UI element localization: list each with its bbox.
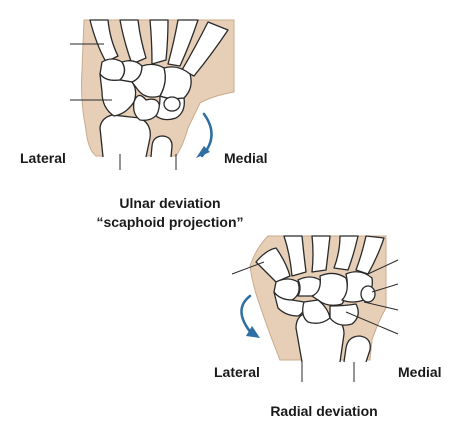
radial-metacarpal-3 — [311, 235, 331, 273]
ulnar-caption: Ulnar deviation “scaphoid projection” — [60, 194, 280, 232]
radial-leader-line-1 — [231, 261, 265, 275]
radial-deviation-view — [231, 235, 399, 382]
radial-metacarpal-4 — [333, 235, 359, 271]
ulnar-medial-label: Medial — [224, 150, 268, 166]
ulnar-metacarpal-4 — [167, 19, 199, 67]
radial-carpal-capitate — [311, 272, 348, 306]
radial-metacarpal-1 — [255, 247, 291, 283]
radial-carpal-triquetrum — [329, 303, 359, 326]
radial-caption: Radial deviation — [270, 403, 378, 419]
radial-lateral-label: Lateral — [214, 364, 260, 380]
radial-leader-line-2 — [367, 259, 399, 275]
ulnar-ulna-bone — [150, 135, 173, 158]
radial-carpal-pisiform — [360, 285, 376, 303]
ulnar-caption-line1: Ulnar deviation — [119, 195, 221, 211]
ulnar-lateral-label: Lateral — [20, 150, 66, 166]
ulnar-deviation-view — [70, 19, 235, 170]
ulnar-metacarpal-1 — [89, 19, 119, 63]
ulnar-carpal-pisiform — [163, 96, 181, 112]
ulnar-caption-line2: “scaphoid projection” — [96, 214, 244, 230]
radial-carpal-lunate — [302, 299, 331, 324]
ulnar-curved-arrow-icon — [196, 112, 213, 158]
radial-metacarpal-2 — [283, 235, 307, 277]
ulnar-metacarpal-3 — [149, 19, 169, 65]
radial-leader-line-4 — [363, 301, 399, 311]
radial-leader-line-3 — [371, 283, 399, 293]
ulnar-metacarpal-2 — [119, 19, 147, 65]
radial-leader-line-5 — [345, 311, 399, 335]
ulnar-metacarpal-5 — [181, 21, 229, 77]
ulnar-radius-bone — [99, 114, 151, 158]
radial-ulna-bone — [343, 335, 371, 363]
radial-medial-label: Medial — [398, 364, 442, 380]
radial-curved-arrow-icon — [240, 294, 260, 338]
ulnar-carpal-hamate — [159, 66, 192, 100]
